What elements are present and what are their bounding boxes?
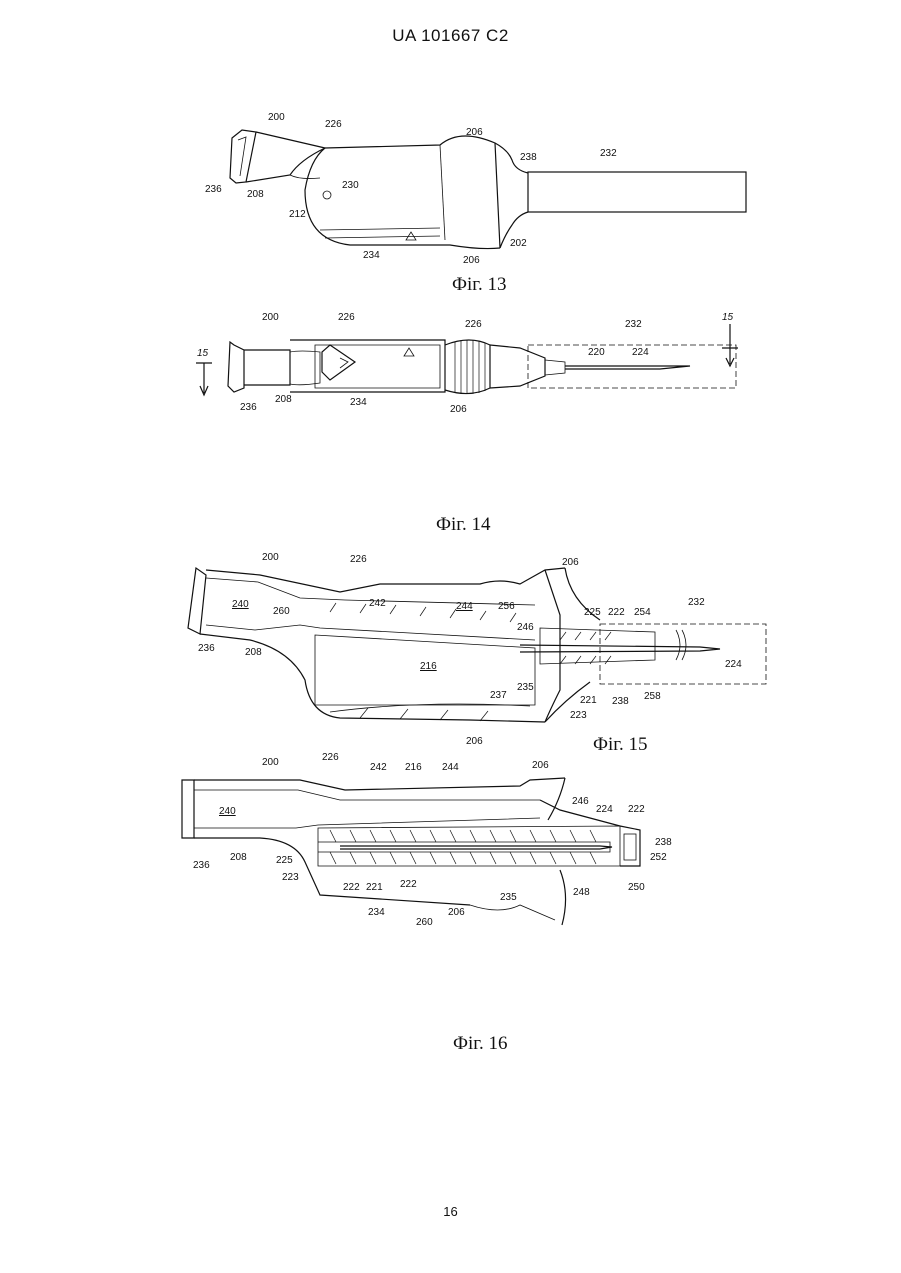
- fig16-label-234: 234: [368, 907, 385, 918]
- fig15-label-258: 258: [644, 691, 661, 702]
- fig14-label-220: 220: [588, 347, 605, 358]
- fig16-label-226: 226: [322, 752, 339, 763]
- fig16-label-222b: 222: [400, 879, 417, 890]
- figure-15-caption: Фіг. 15: [593, 734, 647, 756]
- figure-14-caption: Фіг. 14: [436, 514, 490, 536]
- fig13-label-236: 236: [205, 184, 222, 195]
- fig14-label-226: 226: [338, 312, 355, 323]
- fig14-label-224: 224: [632, 347, 649, 358]
- fig14-label-232: 232: [625, 319, 642, 330]
- fig16-label-240: 240: [219, 806, 236, 817]
- fig13-label-200: 200: [268, 112, 285, 123]
- fig15-label-224: 224: [725, 659, 742, 670]
- fig15-label-242: 242: [369, 598, 386, 609]
- fig16-label-235: 235: [500, 892, 517, 903]
- fig15-label-200: 200: [262, 552, 279, 563]
- fig15-label-244: 244: [456, 601, 473, 612]
- fig15-label-225: 225: [584, 607, 601, 618]
- fig16-label-242: 242: [370, 762, 387, 773]
- fig14-label-15-left: 15: [197, 348, 209, 359]
- fig15-label-226: 226: [350, 554, 367, 565]
- fig15-label-237: 237: [490, 690, 507, 701]
- fig16-label-248: 248: [573, 887, 590, 898]
- fig15-label-246: 246: [517, 622, 534, 633]
- fig15-label-208: 208: [245, 647, 262, 658]
- fig13-label-238: 238: [520, 152, 537, 163]
- fig16-label-208: 208: [230, 852, 247, 863]
- fig13-label-208: 208: [247, 189, 264, 200]
- fig16-label-225: 225: [276, 855, 293, 866]
- fig15-label-254: 254: [634, 607, 651, 618]
- fig14-label-236: 236: [240, 402, 257, 413]
- fig16-label-260: 260: [416, 917, 433, 928]
- figure-14-drawing: 200 226 226 232 15 15 236 208 234 206 22…: [0, 305, 901, 425]
- figure-13-drawing: 200 226 206 238 232 236 208 230 212 234 …: [0, 100, 901, 270]
- fig14-label-208: 208: [275, 394, 292, 405]
- fig16-label-223: 223: [282, 872, 299, 883]
- fig13-label-230: 230: [342, 180, 359, 191]
- fig13-label-206: 206: [466, 127, 483, 138]
- fig15-label-216: 216: [420, 661, 437, 672]
- fig16-label-200: 200: [262, 757, 279, 768]
- fig14-label-206: 206: [450, 404, 467, 415]
- fig15-label-232: 232: [688, 597, 705, 608]
- fig14-label-234: 234: [350, 397, 367, 408]
- fig15-label-223: 223: [570, 710, 587, 721]
- fig16-label-252: 252: [650, 852, 667, 863]
- fig13-label-206b: 206: [463, 255, 480, 266]
- page-number: 16: [0, 1204, 901, 1219]
- figure-15-drawing: 200 226 206 240 260 242 244 256 225 222 …: [0, 548, 901, 753]
- fig14-label-226b: 226: [465, 319, 482, 330]
- patent-header: UA 101667 C2: [0, 26, 901, 46]
- fig16-label-221: 221: [366, 882, 383, 893]
- fig16-label-224: 224: [596, 804, 613, 815]
- fig13-label-232: 232: [600, 148, 617, 159]
- fig16-label-206: 206: [532, 760, 549, 771]
- fig15-label-206b: 206: [466, 736, 483, 747]
- fig16-label-236: 236: [193, 860, 210, 871]
- fig13-label-226: 226: [325, 119, 342, 130]
- fig16-label-222: 222: [628, 804, 645, 815]
- fig15-label-256: 256: [498, 601, 515, 612]
- fig13-label-212: 212: [289, 209, 306, 220]
- fig14-label-15-right: 15: [722, 312, 734, 323]
- fig16-label-206b: 206: [448, 907, 465, 918]
- fig15-label-260: 260: [273, 606, 290, 617]
- fig16-label-238: 238: [655, 837, 672, 848]
- fig15-label-206: 206: [562, 557, 579, 568]
- fig15-label-221: 221: [580, 695, 597, 706]
- fig15-label-238: 238: [612, 696, 629, 707]
- fig16-label-222: 222: [343, 882, 360, 893]
- fig15-label-222: 222: [608, 607, 625, 618]
- fig15-label-235: 235: [517, 682, 534, 693]
- figure-13-caption: Фіг. 13: [452, 274, 506, 296]
- fig13-label-234: 234: [363, 250, 380, 261]
- fig16-label-216: 216: [405, 762, 422, 773]
- fig13-label-202: 202: [510, 238, 527, 249]
- fig15-label-240: 240: [232, 599, 249, 610]
- fig16-label-246: 246: [572, 796, 589, 807]
- fig14-label-200: 200: [262, 312, 279, 323]
- figure-16-drawing: 200 226 242 216 244 206 240 246 224 222 …: [0, 755, 901, 935]
- fig16-label-244: 244: [442, 762, 459, 773]
- fig15-label-236: 236: [198, 643, 215, 654]
- figure-16-caption: Фіг. 16: [453, 1033, 507, 1055]
- fig16-label-250: 250: [628, 882, 645, 893]
